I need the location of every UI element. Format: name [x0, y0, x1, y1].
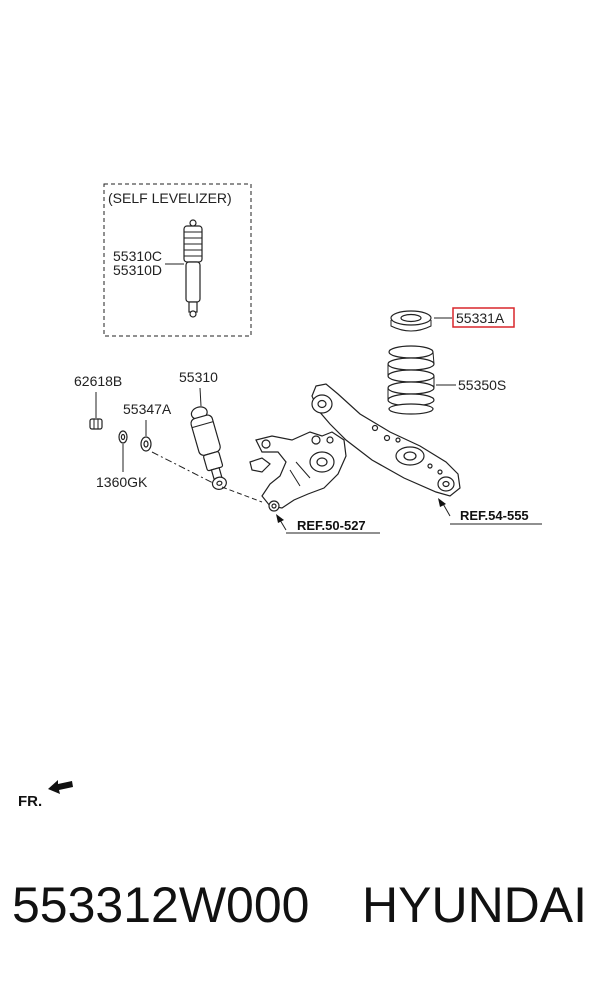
- ref-50-527-label: REF.50-527: [297, 518, 366, 533]
- washer-1360GK: [118, 430, 128, 444]
- part-number: 553312W000: [12, 877, 310, 933]
- label-55310D: 55310D: [113, 262, 162, 278]
- brand-name: HYUNDAI: [362, 877, 588, 933]
- label-55310: 55310: [179, 369, 218, 385]
- nut-62618B: [89, 418, 103, 430]
- coil-spring-55350S: [387, 345, 435, 415]
- label-1360GK: 1360GK: [96, 474, 148, 490]
- ref-50-527-arrow: [276, 514, 284, 523]
- self-levelizer-shock-absorber: [183, 219, 203, 318]
- highlight-box-55331A: [452, 307, 515, 328]
- lower-control-arm: [311, 383, 461, 497]
- spring-pad-55331A: [390, 310, 432, 332]
- shock-absorber-55310: [190, 406, 227, 490]
- self-levelizer-box: [103, 183, 252, 337]
- label-62618B: 62618B: [74, 373, 122, 389]
- fr-label: FR.: [18, 793, 42, 810]
- ref-54-555-arrow: [438, 498, 446, 507]
- self-levelizer-label: (SELF LEVELIZER): [108, 190, 232, 206]
- label-55350S: 55350S: [458, 377, 506, 393]
- ref-54-555-label: REF.54-555: [460, 508, 529, 523]
- rear-knuckle: [249, 431, 347, 512]
- footer: 553312W000 HYUNDAI: [12, 876, 592, 946]
- front-direction-arrow-icon: [48, 780, 73, 794]
- washer-55347A: [140, 436, 152, 452]
- label-55347A: 55347A: [123, 401, 172, 417]
- label-55331A: 55331A: [456, 310, 505, 326]
- label-55310C: 55310C: [113, 248, 162, 264]
